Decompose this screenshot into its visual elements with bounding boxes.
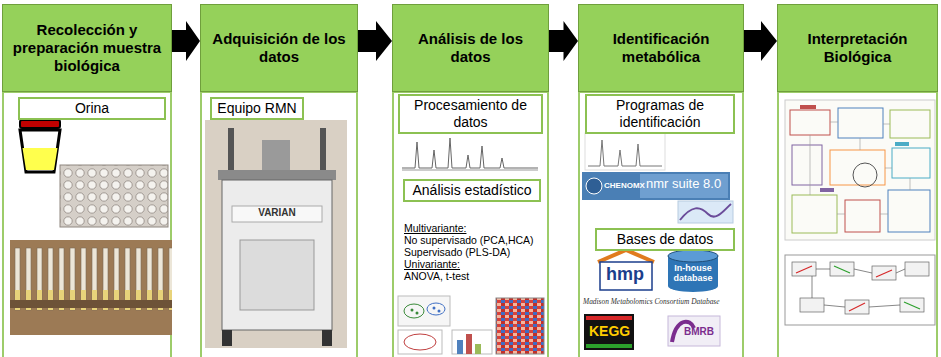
- step-header: Adquisición de los datos: [200, 4, 358, 92]
- method-heading: Multivariante:: [404, 222, 466, 234]
- pathway-map: [785, 100, 935, 240]
- block-arrow: [358, 21, 392, 61]
- nmr-spectrometer: [205, 120, 347, 348]
- box-text: Orina: [24, 100, 160, 117]
- step-header: Análisis de los datos: [392, 4, 549, 92]
- pathway-detail: [785, 255, 935, 325]
- section-box: Equipo RMN: [210, 97, 304, 120]
- tube-rack: [10, 240, 172, 335]
- box-text: Recolección y preparación muestra biológ…: [8, 21, 166, 75]
- database-logos: [584, 250, 720, 350]
- method-item: Supervisado (PLS-DA): [404, 246, 510, 258]
- box-text: Interpretación Biológica: [783, 30, 932, 66]
- block-arrow: [549, 21, 578, 61]
- box-text: Análisis estadístico: [409, 182, 535, 199]
- step-header: Recolección y preparación muestra biológ…: [2, 4, 172, 92]
- block-arrow: [172, 21, 200, 61]
- step-header: Identificación metabólica: [578, 4, 744, 92]
- logo-text: In-house database: [668, 263, 718, 284]
- section-box: Análisis estadístico: [403, 179, 541, 202]
- logo-text: Madison Metabolomics Consortium Database: [583, 298, 720, 307]
- column-panels: [3, 92, 937, 357]
- statistics-plots: [398, 296, 544, 354]
- box-text: Análisis de los datos: [398, 30, 543, 66]
- step-header: Interpretación Biológica: [777, 4, 938, 92]
- method-item: No supervisado (PCA,HCA): [404, 234, 534, 246]
- urine-cup: [20, 120, 60, 172]
- method-heading: Univariante:: [404, 258, 460, 270]
- brand-label: VARIAN: [232, 207, 322, 219]
- box-text: Adquisición de los datos: [206, 30, 352, 66]
- logo-text: BMRB: [684, 326, 714, 338]
- logo-text: nmr suite 8.0: [646, 177, 721, 192]
- logo-text: hmp: [606, 264, 644, 285]
- section-box: Bases de datos: [595, 228, 735, 251]
- block-arrow: [744, 21, 777, 61]
- identification-software: [582, 133, 733, 223]
- box-text: Equipo RMN: [216, 100, 298, 117]
- spectrum-plot: [400, 132, 540, 172]
- section-box: Procesamiento de datos: [398, 94, 543, 134]
- box-text: Procesamiento de datos: [404, 97, 537, 131]
- logo-text: KEGG: [589, 323, 630, 339]
- section-box: Orina: [18, 97, 166, 120]
- box-text: Programas de identificación: [591, 97, 729, 131]
- box-text: Identificación metabólica: [584, 30, 738, 66]
- logo-text: CHENOMX: [604, 181, 645, 190]
- well-plate: [60, 165, 168, 227]
- method-item: ANOVA, t-test: [404, 270, 469, 282]
- section-box: Programas de identificación: [585, 94, 735, 134]
- box-text: Bases de datos: [601, 231, 729, 248]
